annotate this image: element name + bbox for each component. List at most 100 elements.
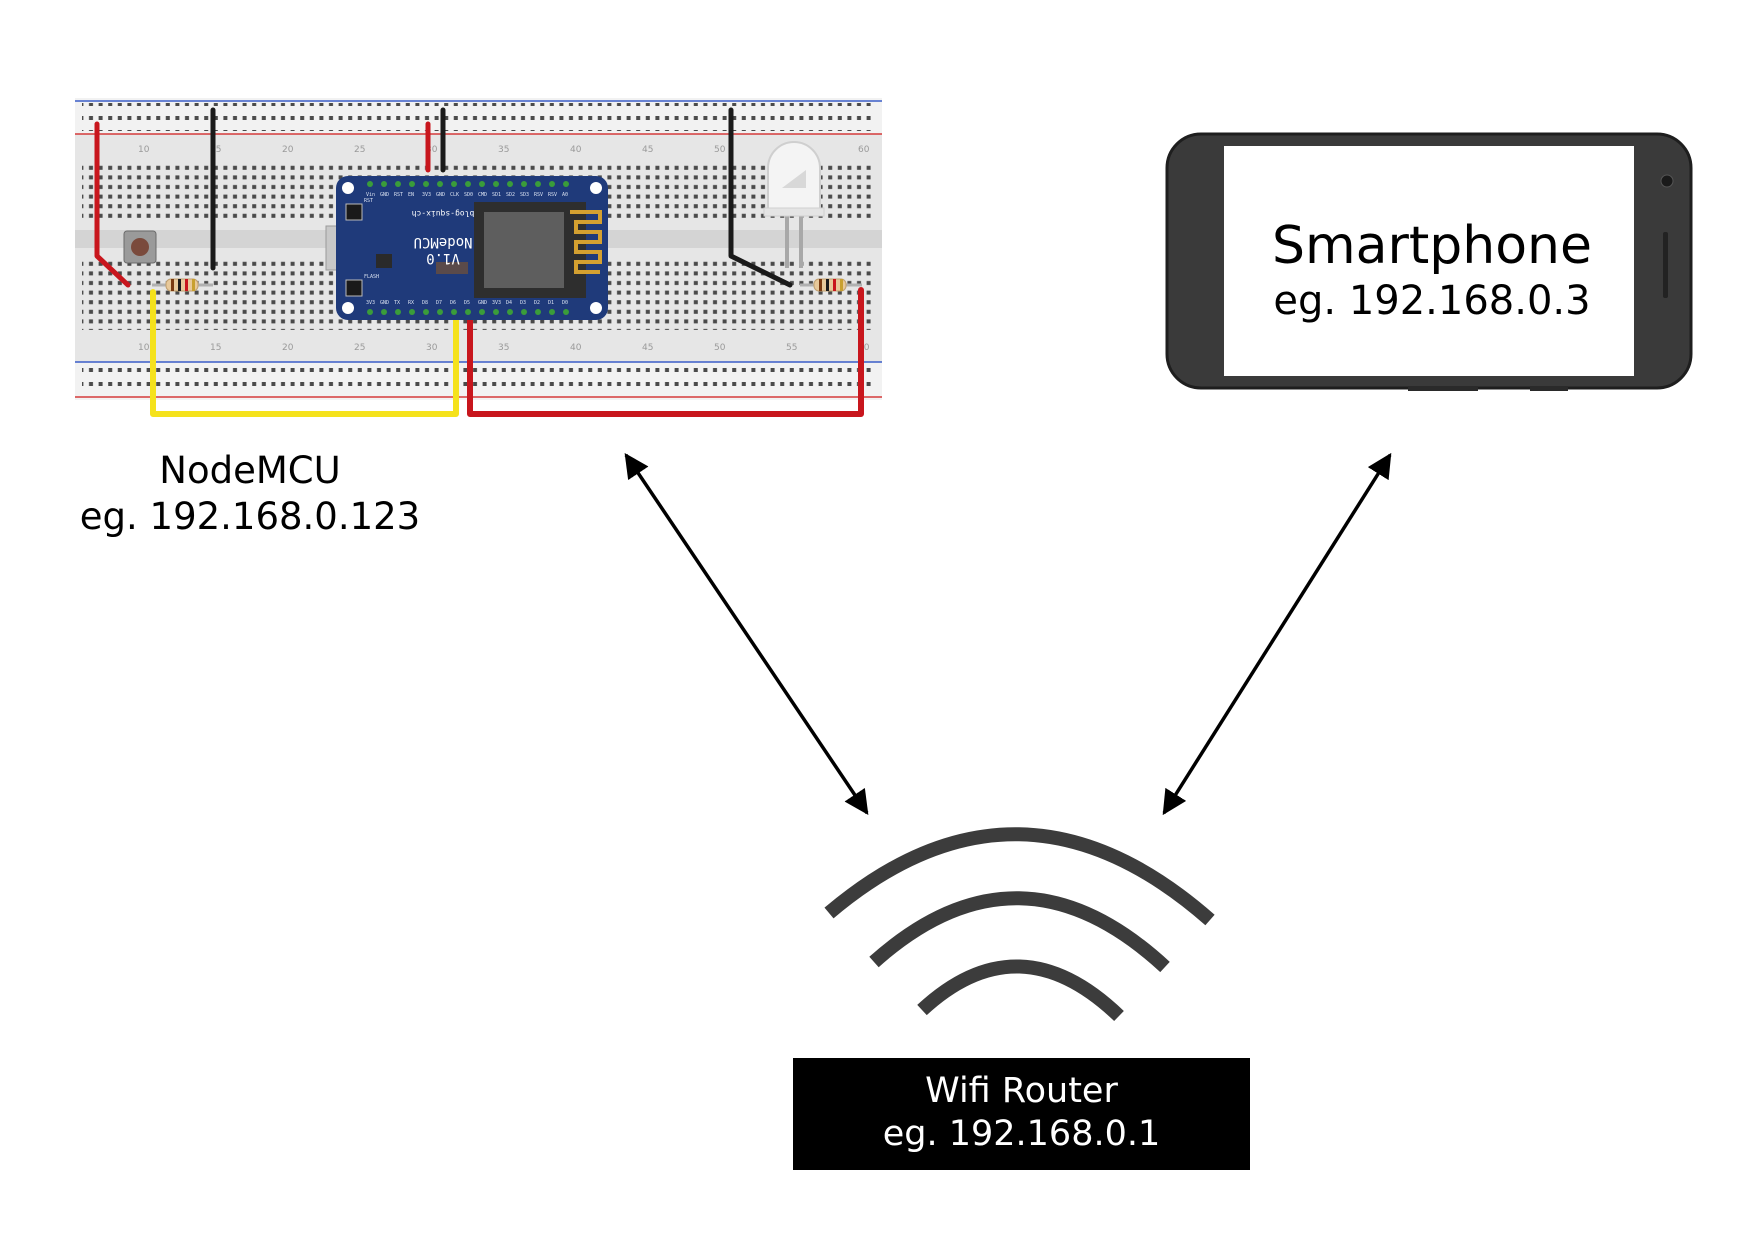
svg-text:D4: D4 [506, 300, 512, 306]
svg-text:D1: D1 [548, 300, 554, 306]
svg-text:CLK: CLK [450, 192, 459, 198]
led-reflector [782, 170, 806, 188]
led-dome [767, 141, 821, 213]
router-label-box: Wifi Router eg. 192.168.0.1 [793, 1058, 1250, 1170]
header-pins-bottom [367, 309, 569, 315]
board-chip [376, 254, 392, 268]
resistor [152, 278, 213, 292]
mount-hole [590, 182, 602, 194]
svg-text:D5: D5 [464, 300, 470, 306]
smartphone [1165, 132, 1693, 391]
svg-text:RSV: RSV [548, 192, 557, 198]
svg-text:GND: GND [478, 300, 487, 306]
column-number: 10 [138, 145, 150, 155]
column-number: 60 [858, 145, 870, 155]
column-number: 40 [570, 145, 582, 155]
yellow-wire [150, 289, 459, 417]
pushbutton-cap [131, 238, 149, 256]
header-pins-top [367, 181, 569, 187]
phone-side-button [1408, 386, 1478, 391]
speaker-grille [1663, 232, 1668, 298]
svg-text:D2: D2 [534, 300, 540, 306]
wires [94, 107, 864, 417]
resistor-band [840, 279, 843, 291]
nodemcu-ip: eg. 192.168.0.123 [79, 495, 421, 538]
reset-button [345, 203, 363, 221]
pcb-antenna [570, 210, 602, 274]
reset-button-label: RST [364, 198, 373, 204]
resistor-band [171, 279, 174, 291]
led-rim [763, 207, 825, 217]
svg-text:Vin: Vin [366, 192, 375, 198]
column-numbers-top: 10 15 20 25 30 35 40 45 50 55 60 [138, 145, 870, 155]
smartphone-name: Smartphone [1271, 216, 1593, 276]
camera-icon [1660, 174, 1674, 188]
red-wire-button [94, 121, 131, 288]
flash-button-label: FLASH [364, 274, 379, 280]
column-number: 45 [642, 145, 653, 155]
svg-text:SD3: SD3 [520, 192, 529, 198]
board-model: NodeMCU [413, 234, 472, 250]
breadboard: 10 15 20 25 30 35 40 45 50 55 60 10 15 2… [75, 98, 882, 400]
svg-text:TX: TX [394, 300, 400, 306]
column-number: 15 [210, 145, 221, 155]
column-number: 50 [714, 343, 726, 353]
phone-screen [1224, 146, 1634, 376]
svg-text:SD1: SD1 [492, 192, 501, 198]
column-numbers-bottom: 10 15 20 25 30 35 40 45 50 55 60 [138, 343, 870, 353]
column-number: 20 [282, 145, 294, 155]
svg-text:GND: GND [436, 192, 445, 198]
svg-text:GND: GND [380, 300, 389, 306]
resistor-band [833, 279, 836, 291]
svg-text:D6: D6 [450, 300, 456, 306]
svg-text:SD2: SD2 [506, 192, 515, 198]
resistor-band [826, 279, 829, 291]
column-number: 15 [210, 343, 221, 353]
red-wire-bottom [467, 287, 864, 417]
svg-text:3V3: 3V3 [422, 192, 431, 198]
svg-text:RSV: RSV [534, 192, 543, 198]
router-name: Wifi Router [925, 1071, 1118, 1111]
svg-text:D3: D3 [520, 300, 526, 306]
board-silkscreen: V1.0 NodeMCU blog-squix-ch [412, 209, 475, 266]
column-number: 40 [570, 343, 582, 353]
black-wire-right [728, 107, 793, 288]
svg-text:EN: EN [408, 192, 414, 198]
svg-text:3V3: 3V3 [492, 300, 501, 306]
pin-labels-top: Vin GND RST EN 3V3 GND CLK SD0 CMD SD1 SD2 SD3 R… [366, 192, 568, 198]
nodemcu-label: NodeMCU eg. 192.168.0.123 [60, 448, 440, 540]
svg-text:RX: RX [408, 300, 414, 306]
esp-shield [484, 212, 564, 288]
column-number: 10 [138, 343, 150, 353]
wifi-arc-middle [869, 891, 1170, 973]
smartphone-label: Smartphone eg. 192.168.0.3 [1232, 216, 1632, 326]
mount-hole [342, 302, 354, 314]
smartphone-ip: eg. 192.168.0.3 [1273, 278, 1591, 324]
resistor-band [192, 279, 195, 291]
column-number: 55 [786, 343, 797, 353]
svg-text:GND: GND [380, 192, 389, 198]
column-number: 20 [282, 343, 294, 353]
svg-text:CMD: CMD [478, 192, 487, 198]
svg-text:SD0: SD0 [464, 192, 473, 198]
svg-text:D0: D0 [562, 300, 568, 306]
mount-hole [590, 302, 602, 314]
resistor-band [819, 279, 822, 291]
flash-button [345, 279, 363, 297]
column-number: 45 [642, 343, 653, 353]
column-number: 35 [498, 145, 509, 155]
board-version: V1.0 [426, 250, 460, 266]
svg-text:A0: A0 [562, 192, 568, 198]
board-site: blog-squix-ch [412, 209, 475, 218]
nodemcu-name: NodeMCU [159, 449, 341, 492]
svg-text:RST: RST [394, 192, 403, 198]
board-regulator [436, 262, 468, 274]
resistor [800, 278, 862, 292]
connection-arrow-nodemcu-router [624, 452, 869, 816]
svg-text:3V3: 3V3 [366, 300, 375, 306]
connection-arrow-smartphone-router [1162, 452, 1392, 816]
svg-text:D7: D7 [436, 300, 442, 306]
column-number: 30 [426, 343, 438, 353]
